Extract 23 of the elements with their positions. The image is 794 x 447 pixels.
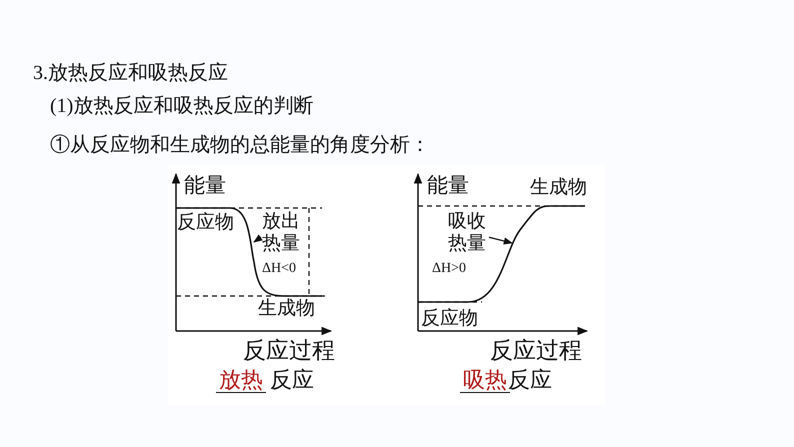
axis-label: 能量 [184, 174, 226, 198]
axis-label: 能量 [427, 174, 469, 198]
answer-text: 放热 [216, 368, 266, 394]
enthalpy-label: ΔH>0 [432, 260, 466, 277]
level-label: 反应物 [421, 309, 478, 330]
level-label: 反应物 [177, 213, 234, 234]
energy-curve [418, 205, 585, 303]
leader-arrow [253, 234, 263, 243]
answer-text: 吸热 [460, 368, 510, 394]
subheading: (1)放热反应和吸热反应的判断 [50, 95, 314, 117]
axis-label: 反应过程 [490, 338, 582, 364]
enthalpy-label: ΔH<0 [262, 260, 296, 277]
level-label: 生成物 [258, 299, 315, 320]
leader-arrow [488, 236, 513, 245]
axis-label: 反应过程 [243, 338, 335, 364]
energy-curve [176, 207, 322, 297]
heat-label: 放出热量 [262, 211, 301, 255]
section-heading: 3.放热反应和吸热反应 [33, 62, 228, 84]
level-label: 生成物 [530, 178, 587, 199]
instruction-text: ①从反应物和生成物的总能量的角度分析： [50, 134, 430, 156]
reaction-type-text: 反应 [270, 368, 314, 392]
heat-label: 吸收热量 [448, 211, 487, 255]
reaction-type-text: 反应 [508, 368, 552, 392]
